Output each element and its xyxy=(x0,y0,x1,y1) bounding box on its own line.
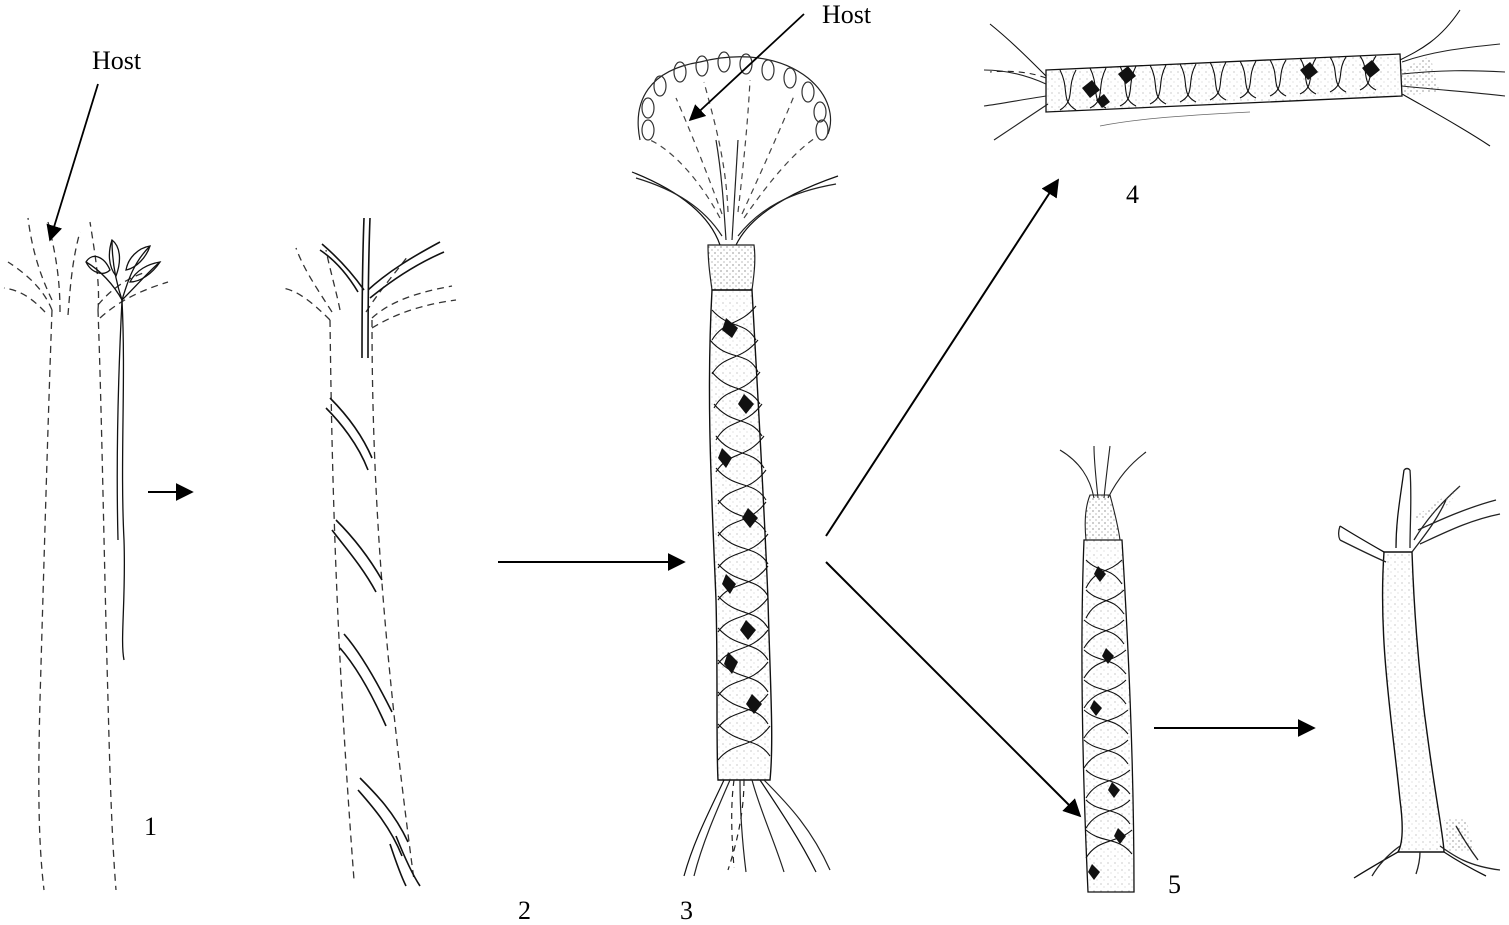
arrow-3-to-4 xyxy=(826,180,1058,536)
host-3-pointer xyxy=(690,14,804,120)
stage-5b-drawing xyxy=(1339,469,1501,879)
fig-lattice-icon xyxy=(632,140,838,876)
stage-5a-drawing xyxy=(1060,446,1146,892)
stage-1-number: 1 xyxy=(144,814,157,840)
root-spiral-icon xyxy=(320,218,444,886)
stage-3-number: 3 xyxy=(680,898,693,924)
stage-5-number: 5 xyxy=(1168,872,1181,898)
host-label-center: Host xyxy=(822,2,871,28)
stage-4-number: 4 xyxy=(1126,182,1139,208)
arrow-3-to-5 xyxy=(826,562,1080,816)
fig-seedling-icon xyxy=(86,240,160,660)
host-label-left: Host xyxy=(92,48,141,74)
stage-3-drawing xyxy=(632,52,838,876)
host-trunk-icon xyxy=(4,218,168,890)
stage-1-drawing xyxy=(4,218,168,890)
stage-2-number: 2 xyxy=(518,898,531,924)
host-trunk-icon xyxy=(282,248,456,880)
host-1-pointer xyxy=(50,84,98,240)
stage-4-drawing xyxy=(984,10,1505,146)
stage-2-drawing xyxy=(282,218,456,886)
